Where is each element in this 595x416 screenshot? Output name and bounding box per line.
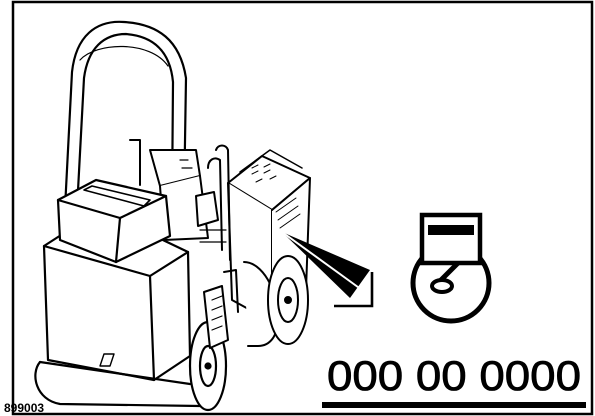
engine-plate-icon <box>410 212 492 324</box>
front-drum <box>34 320 228 412</box>
center-frame <box>129 139 231 261</box>
front-linkage <box>203 269 239 349</box>
serial-underline <box>322 402 586 408</box>
roller-machine-icon <box>34 20 311 412</box>
figure-id-label: 899003 <box>4 401 44 415</box>
pointer-arrow-icon <box>281 231 374 308</box>
serial-number-label: 000 00 0000 <box>327 352 581 399</box>
rear-drum <box>243 255 309 347</box>
front-control-box <box>42 178 192 382</box>
rops-frame <box>62 20 188 230</box>
